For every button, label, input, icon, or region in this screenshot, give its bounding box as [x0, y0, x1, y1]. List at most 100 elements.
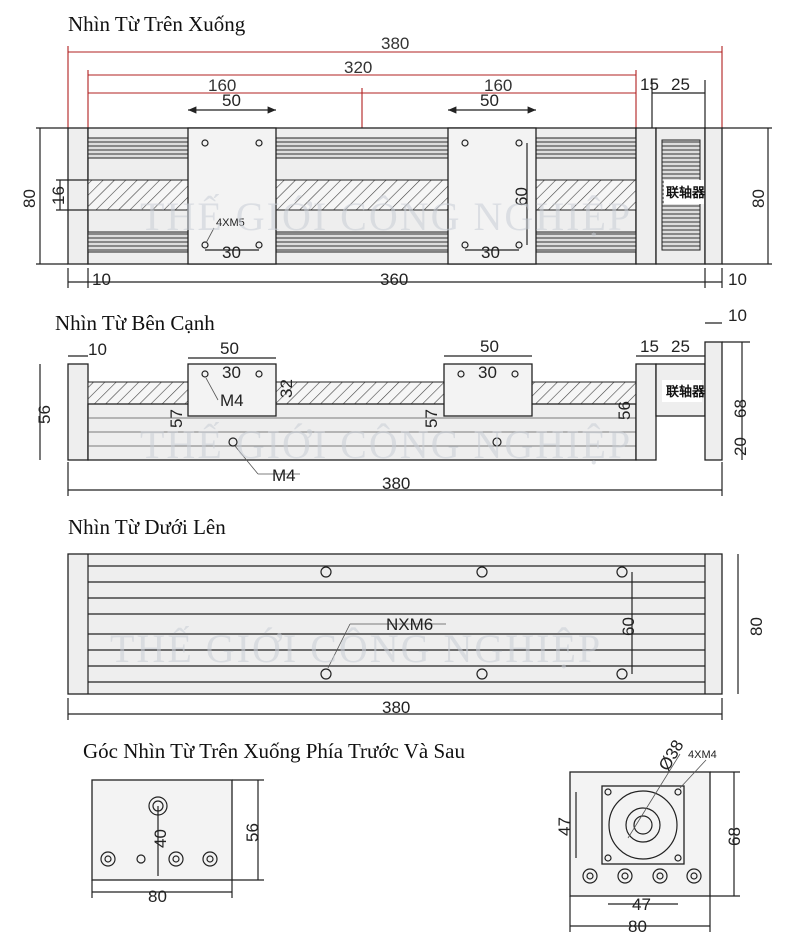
dim-80-top-left: 80 [20, 189, 39, 208]
dim-56-side: 56 [35, 405, 54, 424]
dim-68-end: 68 [725, 827, 744, 846]
callout-4xm4: 4XM4 [688, 749, 717, 761]
rail-upper [87, 137, 637, 159]
dim-57-right: 57 [422, 409, 441, 428]
hole [625, 807, 661, 843]
dim-80-bottom: 80 [747, 617, 766, 636]
dim-50-side-right: 50 [480, 337, 499, 356]
coupling-label: 联轴器 [666, 185, 706, 201]
carriage-left [187, 127, 277, 265]
top-view-title: Nhìn Từ Trên Xuống [68, 12, 246, 36]
dim-30-side-left: 30 [222, 363, 241, 382]
screw-shaft [87, 179, 637, 211]
watermark-top: THẾ GIỚI CÔNG NGHIỆP [140, 194, 632, 239]
hole [201, 370, 209, 378]
top-view: Nhìn Từ Trên Xuống 380 320 160 160 15 25… [20, 12, 772, 289]
dim-16: 16 [49, 186, 68, 205]
dim-380: 380 [381, 34, 409, 53]
dim-68-side: 68 [731, 399, 750, 418]
dim-10-side: 10 [88, 340, 107, 359]
hole [228, 437, 238, 447]
side-motor-plate [635, 363, 657, 461]
watermark-bottom: THẾ GIỚI CÔNG NGHIỆP [110, 626, 602, 671]
leader-line [327, 623, 351, 669]
leader-line [234, 445, 259, 475]
dim-25-top: 25 [671, 75, 690, 94]
dim-10-top-left: 10 [92, 270, 111, 289]
rear-plate-holes [582, 868, 702, 884]
dim-160-right: 160 [484, 76, 512, 95]
dim-32: 32 [277, 379, 296, 398]
motor-plate [635, 127, 657, 265]
dim-47-horizontal: 47 [632, 895, 651, 914]
carriage-right [447, 127, 537, 265]
dim-20-side: 20 [731, 437, 750, 456]
bottom-view-title: Nhìn Từ Dưới Lên [68, 515, 226, 539]
dim-80-top-right: 80 [749, 189, 768, 208]
leader-line [627, 753, 681, 839]
dim-38: Ø38 [655, 737, 688, 774]
front-plate [91, 779, 233, 881]
dim-160-left: 160 [208, 76, 236, 95]
hole [633, 815, 653, 835]
dim-50-left: 50 [222, 91, 241, 110]
side-view-title: Nhìn Từ Bên Cạnh [55, 311, 215, 335]
dim-50-right: 50 [480, 91, 499, 110]
end-plate-right [704, 127, 723, 265]
bottom-mount-holes [320, 566, 628, 680]
leader-line [205, 227, 215, 244]
dim-25-side: 25 [671, 337, 690, 356]
dim-360: 360 [380, 270, 408, 289]
bottom-grooves [88, 565, 705, 683]
end-views-title: Góc Nhìn Từ Trên Xuống Phía Trước Và Sau [83, 739, 465, 763]
leader-line [205, 377, 219, 401]
side-coupling-bg [662, 380, 702, 402]
motor-flange [601, 785, 685, 865]
dim-60-top: 60 [512, 187, 531, 206]
callout-m4-carriage: M4 [220, 391, 244, 410]
callout-m4-base: M4 [272, 466, 296, 485]
dim-50-side-left: 50 [220, 339, 239, 358]
dim-380-bottom: 380 [382, 698, 410, 717]
hole [255, 370, 263, 378]
watermark-side: THẾ GIỚI CÔNG NGHIỆP [140, 422, 632, 467]
side-base-lines [88, 417, 636, 447]
side-coupling-label: 联轴器 [666, 384, 706, 400]
dim-15-top: 15 [640, 75, 659, 94]
front-plate-holes [100, 851, 218, 867]
dim-30-top-right: 30 [481, 243, 500, 262]
bottom-view: Nhìn Từ Dưới Lên NXM6 60 80 380 [67, 515, 766, 720]
dim-30-top-left: 30 [222, 243, 241, 262]
dim-10-top-right: 10 [728, 270, 747, 289]
dim-320: 320 [344, 58, 372, 77]
dim-57-left: 57 [167, 409, 186, 428]
dim-56-inner: 56 [615, 401, 634, 420]
dim-30-side-right: 30 [478, 363, 497, 382]
side-end-plate-right [704, 341, 723, 461]
dim-15-side: 15 [640, 337, 659, 356]
side-view: Nhìn Từ Bên Cạnh 10 10 50 50 15 25 30 30… [35, 306, 750, 496]
callout-4xm5: 4XM5 [216, 217, 245, 229]
side-screw [87, 381, 637, 405]
dim-56-end: 56 [243, 823, 262, 842]
dim-60-bottom: 60 [619, 617, 638, 636]
dim-10-side-top: 10 [728, 306, 747, 325]
leader-line [679, 759, 707, 789]
dim-80-end-left: 80 [148, 887, 167, 906]
end-plate-left [67, 127, 89, 265]
dim-380-side: 380 [382, 474, 410, 493]
coupling-label-bg [664, 180, 704, 204]
hole [511, 370, 519, 378]
carriage-holes [201, 139, 523, 249]
hole [608, 790, 678, 860]
end-views: Góc Nhìn Từ Trên Xuống Phía Trước Và Sau… [83, 737, 744, 936]
flange-holes [604, 788, 682, 862]
hole [492, 437, 502, 447]
dim-47-vertical: 47 [555, 817, 574, 836]
callout-nxm6: NXM6 [386, 615, 433, 634]
dim-40: 40 [151, 829, 170, 848]
side-end-plate-left [67, 363, 89, 461]
hole [457, 370, 465, 378]
dim-80-end-right: 80 [628, 917, 647, 936]
